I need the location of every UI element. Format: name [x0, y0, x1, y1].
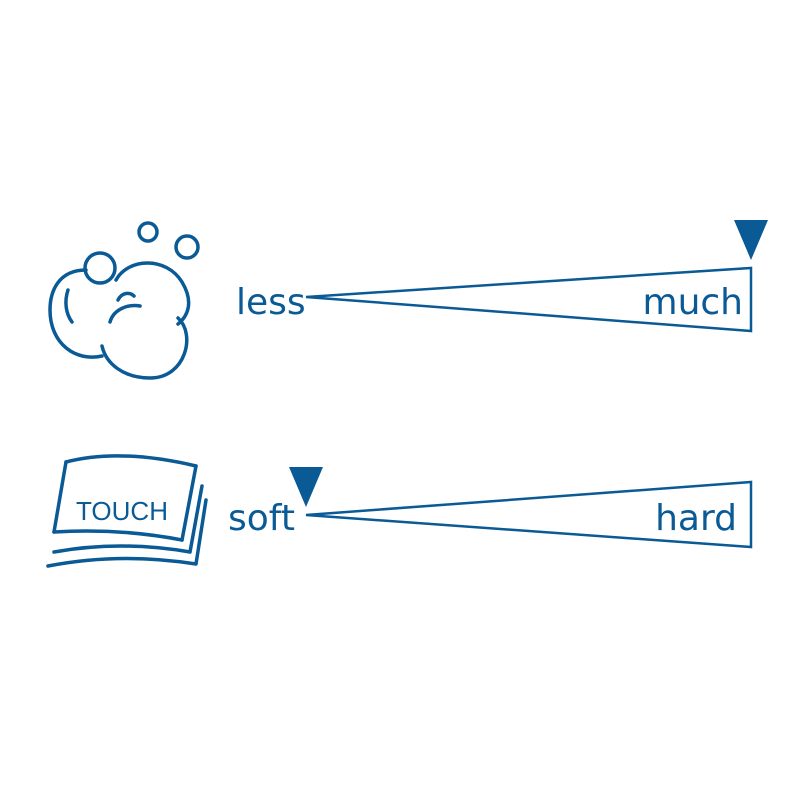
scale-wedge [305, 480, 753, 549]
min-label-less: less [236, 282, 306, 323]
towel-icon: TOUCH [46, 454, 208, 568]
min-label-soft: soft [228, 498, 295, 539]
scale-marker [289, 467, 323, 507]
touch-scale-row: TOUCH soft hard [46, 454, 753, 568]
lather-scale-track [305, 220, 768, 333]
max-label-hard: hard [655, 498, 737, 539]
lather-scale-row: less much [48, 220, 768, 380]
scale-marker [734, 220, 768, 260]
towel-label: TOUCH [76, 496, 168, 526]
soap-bubbles-icon [48, 221, 200, 380]
touch-scale-track [289, 467, 753, 549]
max-label-much: much [643, 282, 744, 323]
scale-wedge [305, 266, 753, 333]
